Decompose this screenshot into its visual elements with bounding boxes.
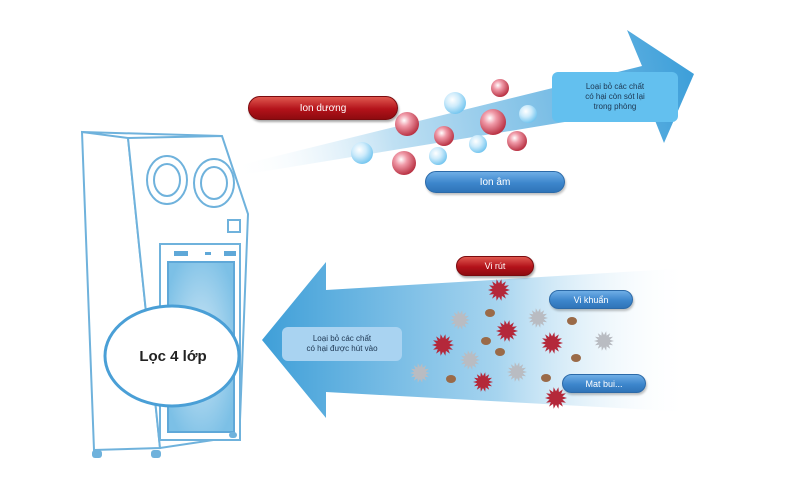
- purifier-vent-right: [224, 251, 236, 256]
- negative-ion: [351, 142, 373, 164]
- filter-callout: [103, 304, 241, 408]
- purifier-foot-back: [229, 432, 237, 438]
- inflow-note: Loại bỏ các chất có hại được hút vào: [282, 327, 402, 361]
- inflow-note-line: Loại bỏ các chất: [312, 334, 372, 343]
- dust-particle: [495, 348, 505, 356]
- dust-particle: [446, 375, 456, 383]
- virus-particle: [545, 387, 567, 409]
- positive-ion: [507, 131, 527, 151]
- virus-particle: [432, 334, 454, 356]
- dust-particle: [481, 337, 491, 345]
- purifier-control-panel: [227, 219, 241, 233]
- virus-particle: [473, 372, 493, 392]
- dust-particle: [541, 374, 551, 382]
- outflow-note-line: trong phòng: [593, 102, 637, 111]
- positive-ion: [491, 79, 509, 97]
- purifier-vent-left: [174, 251, 188, 256]
- bacteria-label: Vi khuẩn: [549, 290, 633, 309]
- dust-particle: [567, 317, 577, 325]
- inflow-note-line: có hại được hút vào: [306, 344, 378, 353]
- purifier-fan-left: [146, 155, 188, 205]
- bacteria-particle: [410, 363, 430, 383]
- outflow-note: Loại bỏ các chất có hại còn sót lại tron…: [552, 72, 678, 122]
- negative-ion: [519, 105, 537, 123]
- virus-particle: [541, 332, 563, 354]
- outflow-note-line: Loại bỏ các chất: [585, 82, 645, 91]
- ion-group: [351, 79, 537, 175]
- bacteria-particle: [450, 310, 470, 330]
- positive-ion-label: Ion dương: [248, 96, 398, 120]
- virus-particle: [496, 320, 518, 342]
- positive-ion: [434, 126, 454, 146]
- purifier-fan-right: [193, 158, 235, 208]
- negative-ion-label: Ion âm: [425, 171, 565, 193]
- air-purifier: [80, 130, 250, 458]
- positive-ion: [480, 109, 506, 135]
- purifier-foot-right: [151, 450, 161, 458]
- virus-particle: [488, 279, 510, 301]
- purifier-foot-left: [92, 450, 102, 458]
- outflow-note-line: có hại còn sót lại: [585, 92, 645, 101]
- dust-label: Mat bui...: [562, 374, 646, 393]
- negative-ion: [429, 147, 447, 165]
- negative-ion: [469, 135, 487, 153]
- virus-label: Vi rút: [456, 256, 534, 276]
- bacteria-particle: [460, 350, 480, 370]
- pollutant-group: [410, 279, 614, 409]
- bacteria-particle: [594, 331, 614, 351]
- positive-ion: [395, 112, 419, 136]
- dust-particle: [571, 354, 581, 362]
- negative-ion: [444, 92, 466, 114]
- filter-label: Lọc 4 lớp: [139, 347, 207, 365]
- bacteria-particle: [528, 308, 548, 328]
- bacteria-particle: [507, 362, 527, 382]
- dust-particle: [485, 309, 495, 317]
- outflow-arrow: [236, 30, 694, 176]
- purifier-vent-mid: [205, 252, 211, 255]
- positive-ion: [392, 151, 416, 175]
